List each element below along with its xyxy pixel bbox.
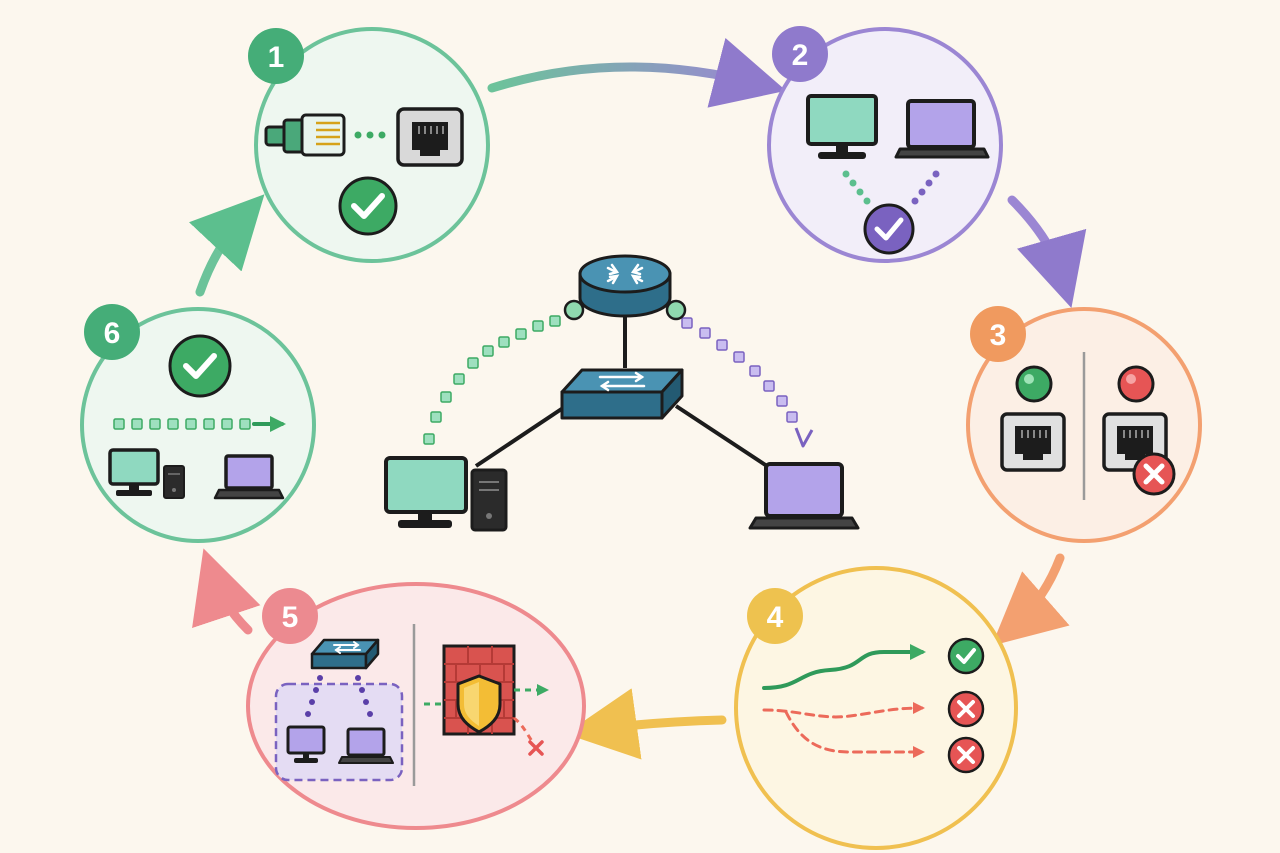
connection-dots	[354, 131, 386, 139]
active-port-icon	[1000, 412, 1066, 472]
laptop-icon	[338, 727, 394, 764]
data-packets-stream	[113, 418, 251, 430]
check-icon	[168, 334, 232, 398]
step-5-vlan-firewall: 5	[246, 582, 586, 830]
router-icon	[563, 254, 687, 321]
error-x-icon	[1132, 452, 1176, 496]
switch-desktop-cable	[474, 404, 568, 468]
shield-icon	[456, 674, 502, 734]
step-1-circle	[254, 27, 490, 263]
failed-path-lower	[784, 710, 925, 758]
step-2-badge: 2	[772, 26, 828, 82]
check-icon	[947, 637, 985, 675]
step-6-transfer-verified: 6	[80, 304, 316, 543]
laptop-icon	[894, 99, 990, 159]
check-icon	[338, 176, 398, 236]
step-1-number: 1	[268, 41, 285, 74]
step-2-number: 2	[792, 39, 809, 72]
arrow-5-to-6	[192, 548, 261, 635]
step-4-number: 4	[767, 601, 784, 634]
step-4-circle	[734, 566, 1018, 850]
red-status-light-icon	[1117, 365, 1155, 403]
error-x-icon	[947, 736, 985, 774]
step-4-routing-paths: 4	[734, 566, 1018, 850]
vlan-link-dots	[305, 675, 373, 717]
step-2-circle	[767, 27, 1003, 263]
connection-dots-purple	[911, 170, 940, 205]
arrow-2-to-3	[1007, 195, 1087, 308]
step-1-badge: 1	[248, 28, 304, 84]
laptop-icon	[213, 454, 285, 500]
switch-icon	[560, 368, 684, 420]
laptop-icon	[748, 462, 860, 530]
switch-icon	[310, 638, 380, 670]
green-status-light-icon	[1015, 365, 1053, 403]
arrow-4-to-5	[565, 688, 727, 760]
error-x-icon	[947, 690, 985, 728]
step-1-physical-connection: 1	[248, 27, 490, 263]
step-6-badge: 6	[84, 304, 140, 360]
blocked-x-icon	[528, 740, 544, 756]
ethernet-port-icon	[396, 107, 464, 167]
check-icon	[863, 203, 915, 255]
step-4-badge: 4	[747, 588, 803, 644]
successful-path	[762, 644, 926, 690]
desktop-monitor-icon	[286, 725, 326, 763]
step-3-port-status: 3	[966, 306, 1202, 543]
purple-packet-trail	[681, 317, 798, 423]
step-3-number: 3	[990, 319, 1007, 352]
desktop-monitor-icon	[806, 94, 878, 159]
step-5-number: 5	[282, 601, 299, 634]
step-6-number: 6	[104, 317, 121, 350]
desktop-computer-icon	[108, 448, 185, 499]
ethernet-plug-icon	[264, 113, 346, 157]
arrow-3-to-4	[991, 553, 1070, 646]
green-packet-trail	[423, 315, 561, 445]
desktop-computer-icon	[384, 456, 508, 532]
step-2-device-connectivity: 2	[767, 26, 1003, 263]
central-network	[384, 254, 860, 532]
arrow-1-to-2	[487, 37, 787, 108]
failed-path-upper	[762, 702, 925, 719]
step-3-badge: 3	[970, 306, 1026, 362]
arrow-6-to-1	[188, 194, 265, 297]
connection-dots-green	[842, 170, 871, 205]
blocked-traffic	[513, 716, 536, 745]
purple-packet-arrowhead	[794, 427, 814, 448]
switch-laptop-cable	[674, 404, 772, 470]
step-5-badge: 5	[262, 588, 318, 644]
cycle-arrows	[188, 37, 1087, 760]
